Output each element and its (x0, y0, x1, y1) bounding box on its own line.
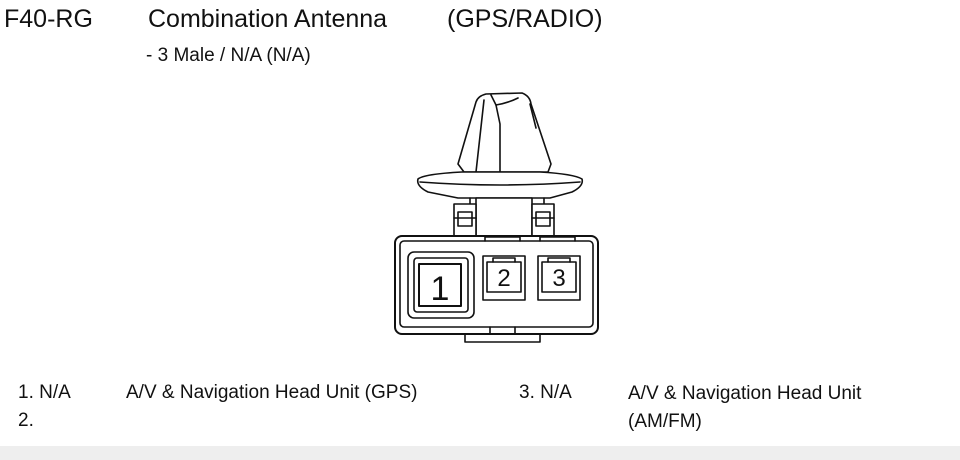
connector-type: (GPS/RADIO) (447, 5, 603, 33)
bottom-band (0, 446, 960, 460)
pin-2-number: 2. (18, 410, 34, 431)
pin-3-description: A/V & Navigation Head Unit (AM/FM) (628, 383, 862, 432)
cavity-2 (482, 255, 526, 301)
cavity-1 (407, 251, 475, 319)
cavity-label-3: 3 (552, 265, 565, 292)
cavity-label-1: 1 (431, 270, 450, 308)
antenna-fin (457, 92, 552, 173)
cavity-3 (537, 255, 581, 301)
pin-3-number: 3. N/A (519, 382, 572, 403)
connector-name: Combination Antenna (148, 5, 388, 33)
connector-spec: - 3 Male / N/A (N/A) (146, 45, 311, 66)
connector-drawing: 1 2 3 (394, 92, 599, 343)
cavity-label-2: 2 (497, 265, 510, 292)
pin-1-number: 1. N/A (18, 382, 71, 403)
pin-1-description: A/V & Navigation Head Unit (GPS) (126, 382, 418, 403)
connector-neck (453, 197, 555, 239)
connector-code: F40-RG (4, 5, 93, 33)
